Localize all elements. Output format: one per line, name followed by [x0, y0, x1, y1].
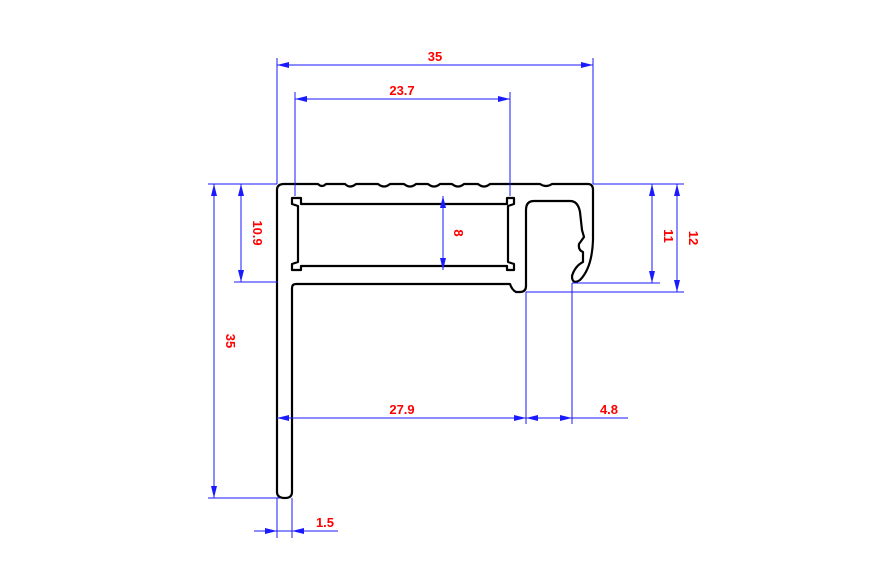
arrow-channel-inner-top [440, 196, 446, 208]
arrow-leg-length-left [277, 415, 289, 421]
arrow-head-height-bottom [674, 280, 680, 292]
label-overall-height: 35 [223, 334, 238, 348]
arrow-channel-inner-bottom [440, 258, 446, 270]
profile-inner-channel [290, 196, 516, 272]
arrow-channel-outer-bottom [238, 270, 244, 282]
arrow-lip-height-bottom [649, 271, 655, 283]
dimension-geometry [208, 58, 684, 538]
label-channel-width: 23.7 [389, 83, 414, 98]
arrow-head-height-top [674, 184, 680, 196]
arrow-wall-right [292, 528, 304, 534]
label-overall-width: 35 [428, 49, 442, 64]
arrow-lip-offset-left [526, 415, 538, 421]
arrow-overall-width-right [581, 62, 593, 68]
arrow-overall-height-top [211, 184, 217, 196]
arrow-channel-width-left [295, 96, 307, 102]
arrow-channel-width-right [498, 96, 510, 102]
arrow-wall-left [265, 528, 277, 534]
label-wall-thickness: 1.5 [316, 515, 334, 530]
dimension-labels: 35 23.7 10.9 8 35 11 12 27.9 4.8 1.5 [223, 49, 701, 530]
aluminium-profile-outline [275, 182, 595, 500]
label-lip-offset: 4.8 [600, 402, 618, 417]
arrow-lip-height-top [649, 184, 655, 196]
label-leg-length: 27.9 [389, 402, 414, 417]
label-lip-height: 11 [661, 229, 676, 243]
arrow-overall-width-left [277, 62, 289, 68]
arrow-lip-offset-right [560, 415, 572, 421]
arrow-channel-outer-top [238, 184, 244, 196]
label-head-height: 12 [686, 231, 701, 245]
label-channel-inner-height: 8 [451, 229, 466, 236]
label-channel-outer-height: 10.9 [250, 220, 265, 245]
arrow-leg-length-right [514, 415, 526, 421]
arrow-overall-height-bottom [211, 486, 217, 498]
profile-outer-contour [275, 182, 595, 500]
